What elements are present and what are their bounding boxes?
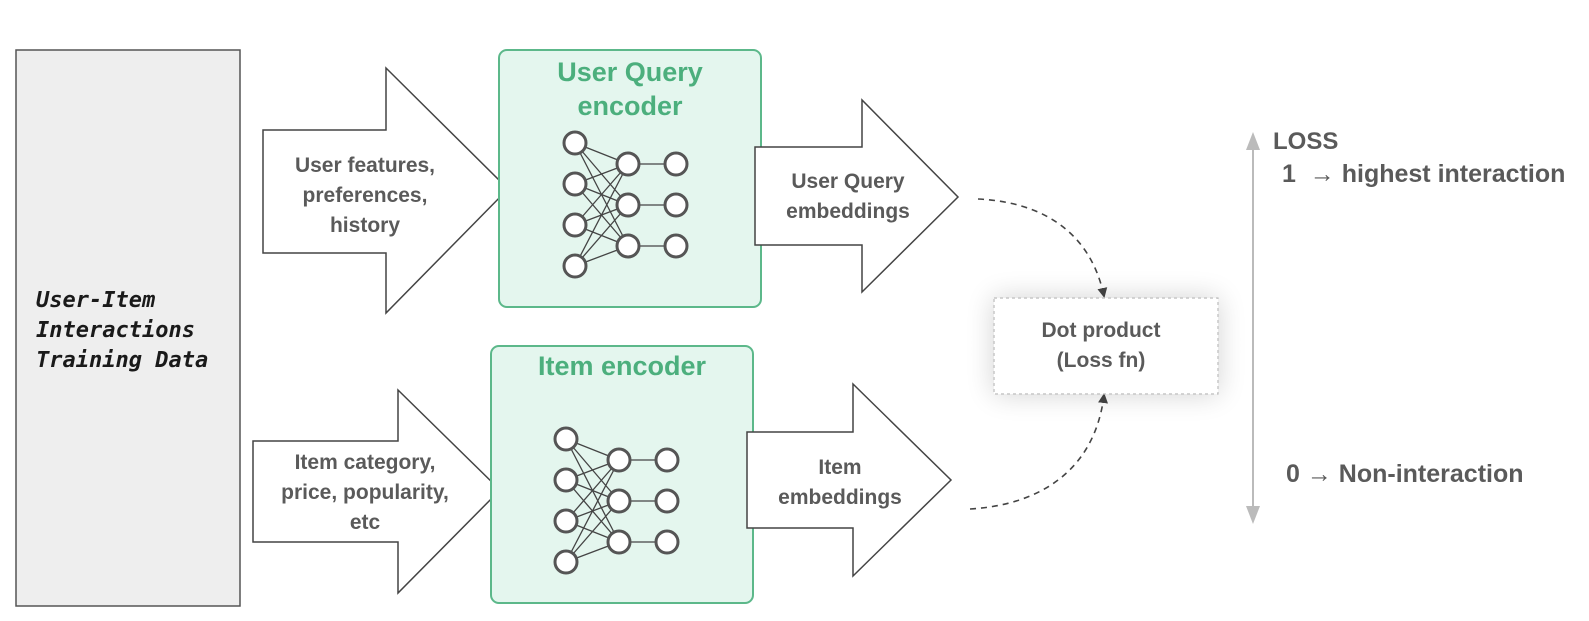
user-input-label-line-1: User features, [295,154,435,177]
nn-connection [565,500,620,563]
training-data-line-1: User-Item [36,288,155,313]
nn-node [562,130,588,156]
nn-node [654,529,680,555]
training-data-line-3: Training Data [36,348,208,373]
item-input-label-line-2: price, popularity, [281,481,449,504]
nn-node [562,253,588,279]
user-embeddings-label-line-1: User Query [791,170,905,193]
training-data-box: User-Item Interactions Training Data [15,49,241,607]
item-encoder-title: Item encoder [538,351,707,381]
nn-node [553,549,579,575]
user-to-dot-product-connector [977,198,1108,298]
neural-network-icon [562,130,689,279]
item-embeddings-label-line-1: Item [818,456,861,479]
nn-node [615,151,641,177]
user-input-label-line-3: history [330,214,400,237]
nn-node [654,488,680,514]
nn-node [553,467,579,493]
nn-node [553,426,579,452]
nn-node [615,233,641,259]
nn-connection [574,163,629,267]
arrow-up-icon [1246,132,1260,150]
nn-node [654,447,680,473]
user-embeddings-arrow: User Query embeddings [754,98,960,294]
user-input-label-line-2: preferences, [303,184,428,207]
nn-node [562,212,588,238]
item-encoder: Item encoder [490,345,754,604]
user-input-arrow: User features, preferences, history [262,66,510,315]
nn-node [663,233,689,259]
item-input-arrow: Item category, price, popularity, etc [252,388,502,595]
neural-network-icon [553,426,680,575]
nn-connection [565,459,620,522]
nn-connection [565,459,620,563]
item-input-label-line-3: etc [350,511,381,534]
user-embeddings-label-line-2: embeddings [786,200,910,223]
user-encoder-title-line-1: User Query [557,57,703,87]
nn-connection [574,163,629,226]
nn-node [553,508,579,534]
arrow-down-icon [1246,506,1260,524]
loss-low-label: 0 → Non-interaction [1286,460,1524,488]
dot-product-label-line-2: (Loss fn) [1057,349,1146,372]
training-data-line-2: Interactions [36,318,195,343]
nn-node [663,192,689,218]
nn-node [663,151,689,177]
dot-product-box: Dot product (Loss fn) [993,297,1219,395]
loss-high-label: 1 → highest interaction [1282,160,1565,188]
loss-scale: LOSS 1 → highest interaction 0 → Non-int… [1246,128,1565,524]
nn-node [606,488,632,514]
nn-connection [574,204,629,267]
user-query-encoder: User Query encoder [498,49,762,308]
nn-node [562,171,588,197]
item-to-dot-product-connector [969,393,1109,510]
nn-node [606,447,632,473]
user-encoder-title-line-2: encoder [577,91,683,121]
dot-product-label-line-1: Dot product [1042,319,1161,342]
item-embeddings-label-line-2: embeddings [778,486,902,509]
item-input-label-line-1: Item category, [295,451,436,474]
nn-node [615,192,641,218]
item-embeddings-arrow: Item embeddings [746,382,953,578]
nn-node [606,529,632,555]
loss-title: LOSS [1273,128,1338,155]
